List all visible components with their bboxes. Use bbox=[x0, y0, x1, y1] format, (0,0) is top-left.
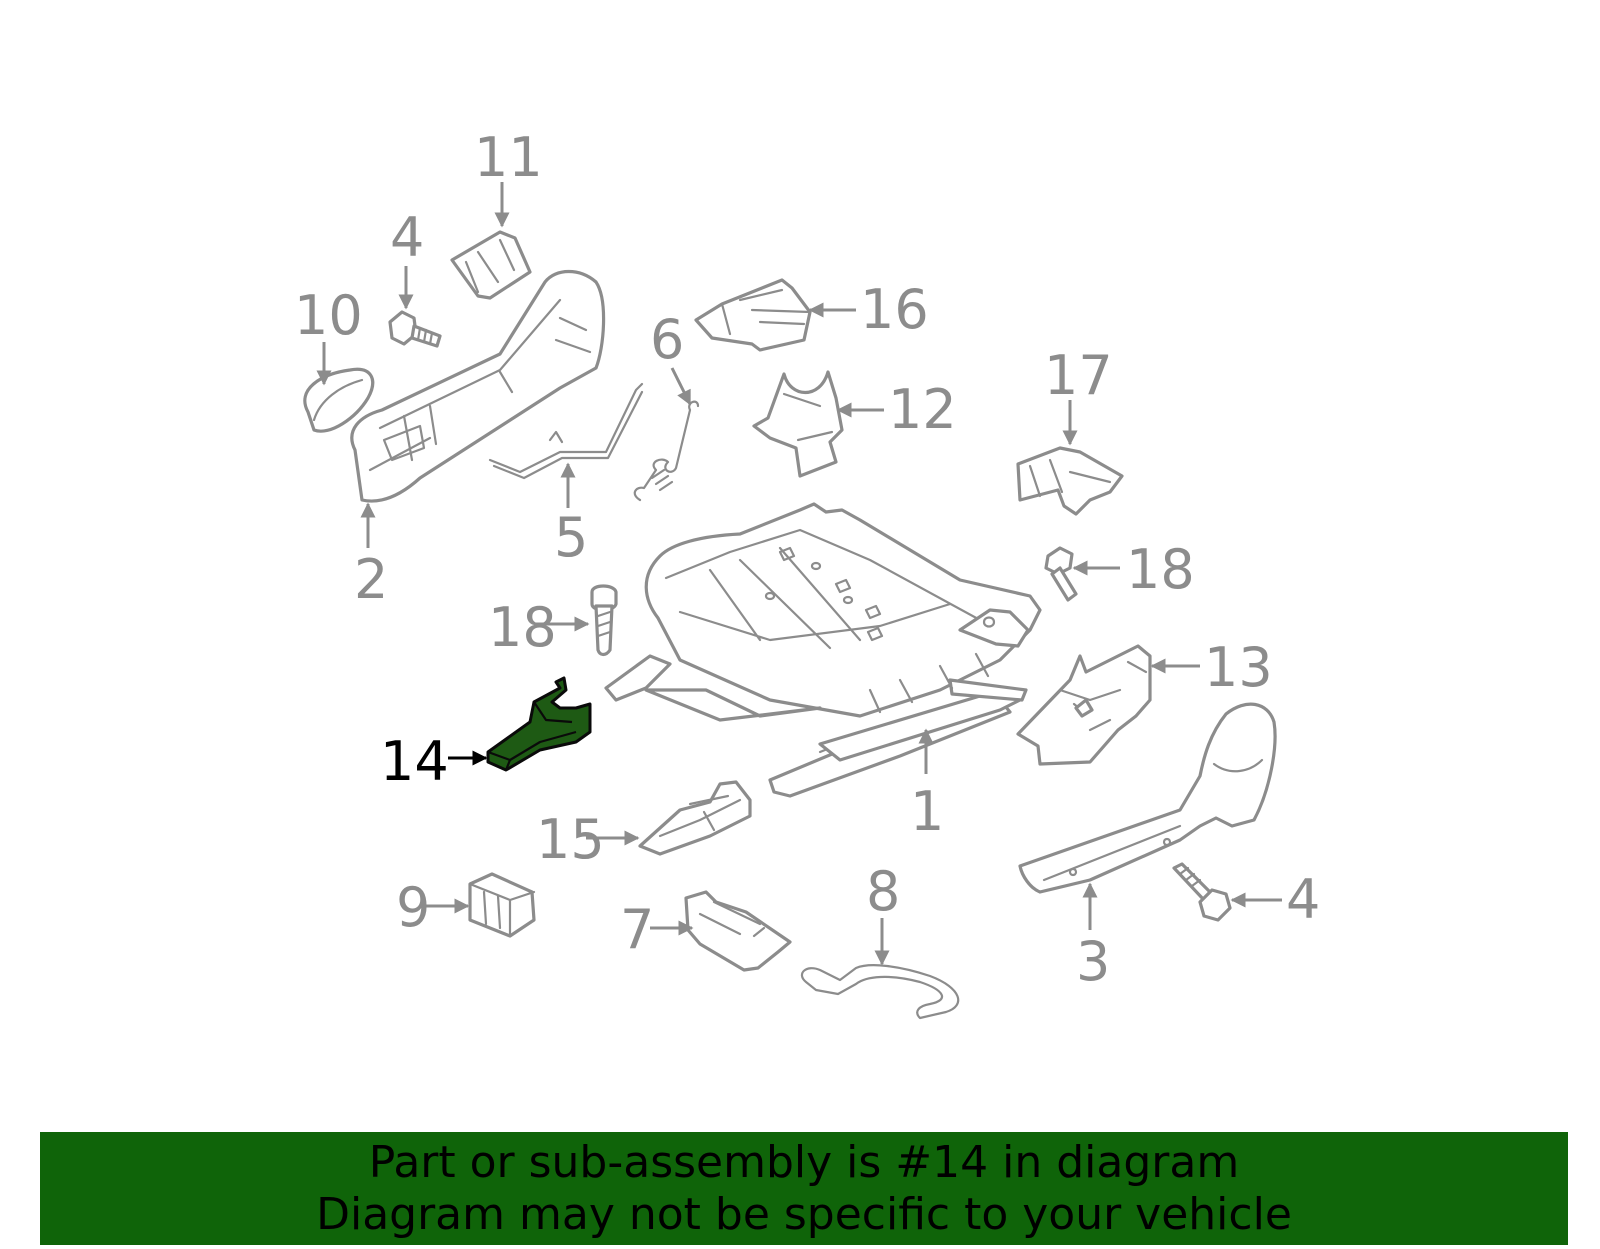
part-7-bracket bbox=[684, 890, 792, 972]
info-banner: Part or sub-assembly is #14 in diagram D… bbox=[40, 1132, 1568, 1245]
banner-line-2: Diagram may not be specific to your vehi… bbox=[316, 1189, 1292, 1240]
callout-6: 6 bbox=[650, 308, 684, 371]
callout-18-left: 18 bbox=[488, 596, 557, 659]
part-18-bolt-left bbox=[590, 584, 618, 657]
part-15-cover bbox=[638, 780, 752, 856]
callout-1: 1 bbox=[910, 780, 944, 843]
callout-4-lower: 4 bbox=[1286, 868, 1320, 931]
part-5-rod bbox=[488, 382, 644, 480]
callout-9: 9 bbox=[396, 876, 430, 939]
part-13-bracket bbox=[1016, 644, 1152, 766]
part-16-bracket bbox=[694, 278, 812, 352]
part-4-bolt-lower bbox=[1172, 862, 1232, 922]
part-14-highlighted[interactable] bbox=[486, 676, 592, 772]
part-6-spring bbox=[633, 400, 700, 502]
part-18-bolt-right bbox=[1044, 546, 1078, 602]
callout-2: 2 bbox=[354, 548, 388, 611]
part-2-side-cover bbox=[350, 269, 606, 503]
callout-8: 8 bbox=[866, 860, 900, 923]
callout-11: 11 bbox=[474, 126, 543, 189]
part-12-bracket bbox=[752, 370, 844, 478]
callout-numbers: 11 4 10 2 5 6 16 12 17 18 18 13 1 3 4 15… bbox=[294, 126, 1320, 993]
part-11-bracket bbox=[450, 230, 532, 300]
callout-5: 5 bbox=[554, 506, 588, 569]
part-4-bolt-upper bbox=[388, 310, 442, 348]
callout-4-upper: 4 bbox=[390, 206, 424, 269]
part-1-seat-frame bbox=[604, 502, 1042, 798]
part-8-wire bbox=[800, 964, 960, 1020]
banner-line-1: Part or sub-assembly is #14 in diagram bbox=[368, 1137, 1240, 1188]
part-17-bracket bbox=[1016, 446, 1124, 516]
part-9-clip bbox=[468, 872, 536, 938]
callout-10: 10 bbox=[294, 284, 363, 347]
callout-13: 13 bbox=[1204, 636, 1273, 699]
callout-14-highlighted: 14 bbox=[380, 730, 449, 793]
callout-7: 7 bbox=[620, 898, 654, 961]
callout-15: 15 bbox=[536, 808, 605, 871]
callout-12: 12 bbox=[888, 378, 957, 441]
leader-lines bbox=[316, 182, 1282, 966]
callout-3: 3 bbox=[1076, 930, 1110, 993]
callout-16: 16 bbox=[860, 278, 929, 341]
part-3-side-cover bbox=[1018, 702, 1277, 894]
parts-diagram: 11 4 10 2 5 6 16 12 17 18 18 13 1 3 4 15… bbox=[294, 126, 1320, 1020]
callout-18-right: 18 bbox=[1126, 538, 1195, 601]
callout-17: 17 bbox=[1044, 344, 1113, 407]
